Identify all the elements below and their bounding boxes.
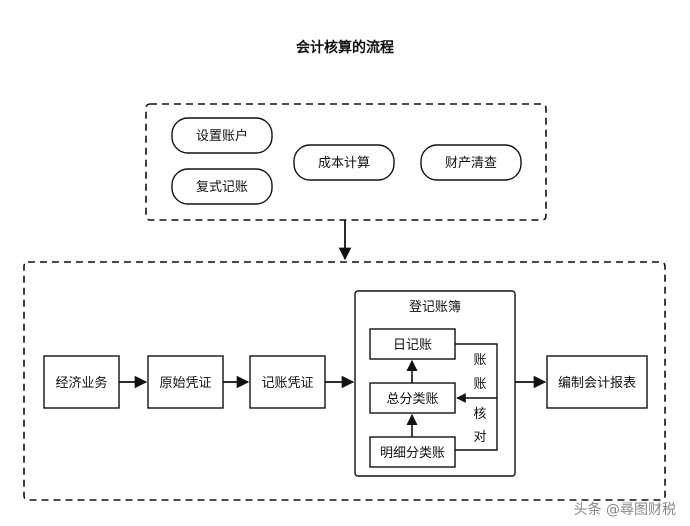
node-double-entry: 复式记账 bbox=[171, 168, 273, 205]
reconcile-bracket bbox=[455, 343, 498, 451]
svg-text:总分类账: 总分类账 bbox=[386, 392, 438, 407]
node-financial-report: 编制会计报表 bbox=[546, 355, 648, 409]
node-property-inventory: 财产清查 bbox=[420, 144, 522, 181]
node-bookkeeping-voucher: 记账凭证 bbox=[249, 355, 326, 409]
node-subsidiary-ledger: 明细分类账 bbox=[369, 436, 456, 468]
svg-text:财产清查: 财产清查 bbox=[445, 156, 497, 171]
reconcile-char-2: 账 bbox=[473, 377, 486, 392]
watermark: 头条 @尋图财税 bbox=[574, 501, 676, 518]
reconcile-char-1: 账 bbox=[473, 353, 486, 368]
node-economic-business: 经济业务 bbox=[43, 355, 120, 409]
svg-text:成本计算: 成本计算 bbox=[318, 156, 370, 171]
svg-text:设置账户: 设置账户 bbox=[196, 128, 248, 144]
svg-text:日记账: 日记账 bbox=[393, 338, 432, 353]
svg-text:明细分类账: 明细分类账 bbox=[380, 446, 445, 461]
svg-text:记账凭证: 记账凭证 bbox=[261, 376, 313, 391]
ledger-group-label: 登记账簿 bbox=[409, 300, 461, 315]
svg-text:复式记账: 复式记账 bbox=[196, 180, 248, 195]
svg-text:原始凭证: 原始凭证 bbox=[159, 376, 211, 391]
svg-text:编制会计报表: 编制会计报表 bbox=[558, 376, 636, 391]
node-journal: 日记账 bbox=[369, 328, 456, 360]
top-group-border bbox=[145, 103, 547, 221]
diagram-title: 会计核算的流程 bbox=[296, 39, 394, 56]
node-general-ledger: 总分类账 bbox=[369, 382, 456, 414]
reconcile-char-4: 对 bbox=[473, 430, 486, 445]
reconcile-char-3: 核 bbox=[473, 407, 486, 422]
node-original-voucher: 原始凭证 bbox=[147, 355, 224, 409]
svg-text:经济业务: 经济业务 bbox=[55, 375, 107, 391]
flow-group-border bbox=[23, 261, 666, 501]
node-cost-calculation: 成本计算 bbox=[293, 144, 395, 181]
node-setup-accounts: 设置账户 bbox=[171, 117, 273, 154]
